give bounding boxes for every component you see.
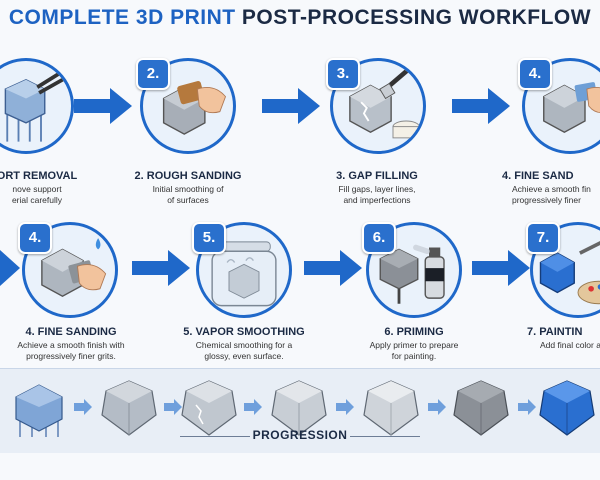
step-number-badge: 4.	[518, 58, 552, 90]
title-part-2: POST-PROCESSING WORKFLOW	[241, 6, 592, 29]
progression-arrow	[336, 399, 354, 415]
step-illustration	[530, 222, 600, 318]
step-label: 5. VAPOR SMOOTHING	[183, 326, 305, 338]
arrow-right	[452, 86, 510, 126]
arrow-right	[304, 248, 362, 288]
step-number-badge: 3.	[326, 58, 360, 90]
progression-stage-painted	[534, 377, 600, 439]
step-label: 3. GAP FILLING	[336, 170, 418, 182]
step-label: 7. PAINTIN	[527, 326, 583, 338]
priming-illustration	[379, 244, 445, 304]
progression-stage-cracked	[176, 377, 242, 439]
step-number-badge: 7.	[526, 222, 560, 254]
progression-divider-right	[350, 436, 420, 437]
progression-divider-left	[180, 436, 250, 437]
step-number-badge: 2.	[136, 58, 170, 90]
progression-label: PROGRESSION	[252, 428, 348, 442]
step-description: Fill gaps, layer lines, and imperfection…	[338, 184, 416, 205]
step-label: 6. PRIMING	[384, 326, 444, 338]
arrow-right	[74, 86, 132, 126]
page-title: COMPLETE 3D PRINT POST-PROCESSING WORKFL…	[0, 6, 600, 30]
step-description: nove support erial carefully	[11, 184, 63, 205]
step-description: Initial smoothing of of surfaces	[152, 184, 224, 205]
step-label: 4. FINE SAND	[502, 170, 574, 182]
rough-sanding-illustration	[162, 81, 227, 135]
fine-sanding-illustration	[41, 238, 107, 298]
vapor-smoothing-illustration	[211, 241, 277, 307]
painting-illustration	[539, 240, 600, 305]
step-label: 2. ROUGH SANDING	[134, 170, 242, 182]
progression-arrow	[518, 399, 536, 415]
arrow-right	[132, 248, 190, 288]
progression-arrow	[74, 399, 92, 415]
step-illustration	[140, 58, 236, 154]
progression-stage-primed	[448, 377, 514, 439]
arrow-right	[0, 248, 20, 288]
progression-stage-rough	[96, 377, 162, 439]
progression-arrow	[164, 399, 182, 415]
step-label: 4. FINE SANDING	[25, 326, 117, 338]
support-removal-illustration	[4, 66, 71, 142]
arrow-right	[262, 86, 320, 126]
step-number-badge: 4.	[18, 222, 52, 254]
step-number-badge: 5.	[192, 222, 226, 254]
step-description: Chemical smoothing for a glossy, even su…	[195, 340, 293, 361]
step-description: Apply primer to prepare for painting.	[369, 340, 459, 361]
step-description: Add final color and	[540, 340, 600, 350]
step-label: ORT REMOVAL	[0, 170, 78, 182]
progression-arrow	[428, 399, 446, 415]
step-illustration	[0, 58, 74, 154]
step-number-badge: 6.	[362, 222, 396, 254]
progression-strip	[0, 368, 600, 453]
step-illustration	[366, 222, 462, 318]
step-illustration	[196, 222, 292, 318]
fine-sanding-illustration	[543, 82, 600, 134]
step-description: Achieve a smooth finish with progressive…	[17, 340, 125, 361]
progression-stage-fine	[358, 377, 424, 439]
arrow-right	[472, 248, 530, 288]
title-part-1: COMPLETE 3D PRINT	[8, 6, 236, 29]
progression-arrow	[244, 399, 262, 415]
progression-stage-filled	[266, 377, 332, 439]
step-description: Achieve a smooth fin progressively finer	[512, 184, 591, 205]
progression-stage-supported	[6, 377, 72, 439]
